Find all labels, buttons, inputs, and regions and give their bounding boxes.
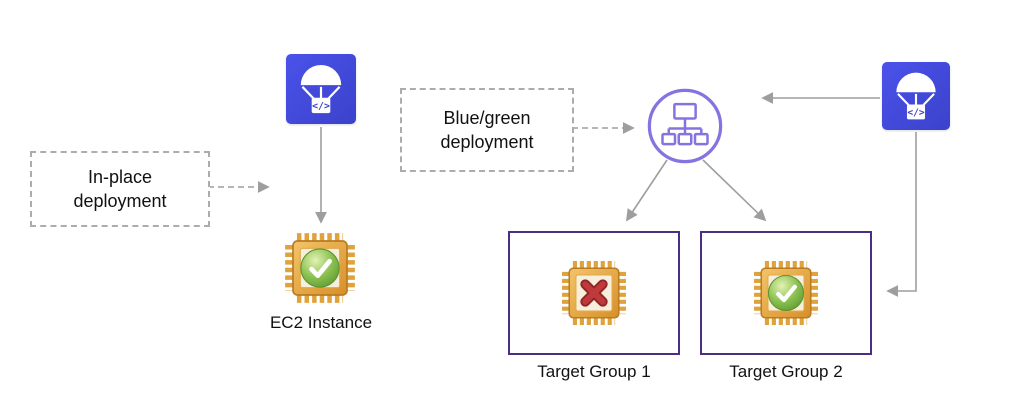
blue-green-label-line1: Blue/green xyxy=(443,108,531,128)
instance-unhealthy-icon xyxy=(561,260,627,326)
connector-lb-to-target-group-1-arrow xyxy=(626,159,668,222)
load-balancer-icon xyxy=(645,86,725,166)
target-group-1-label: Target Group 1 xyxy=(537,362,651,381)
instance-healthy-icon xyxy=(753,260,819,326)
codedeploy-icon xyxy=(286,54,356,124)
in-place-label-line2: deployment xyxy=(73,191,167,211)
connector-codedeploy-to-target-group-2-arrow xyxy=(886,132,917,297)
target-group-2-label: Target Group 2 xyxy=(729,362,843,381)
connector-lb-to-target-group-2-arrow xyxy=(702,159,767,222)
codedeploy-icon xyxy=(882,62,950,130)
in-place-label-line1: In-place xyxy=(87,167,153,187)
blue-green-label-line2: deployment xyxy=(440,132,534,152)
blue-green-deployment-label-box: Blue/green deployment xyxy=(400,88,574,172)
in-place-deployment-label-box: In-place deployment xyxy=(30,151,210,227)
ec2-instance-label: EC2 Instance xyxy=(269,313,373,332)
ec2-instance-healthy-icon xyxy=(284,232,356,304)
